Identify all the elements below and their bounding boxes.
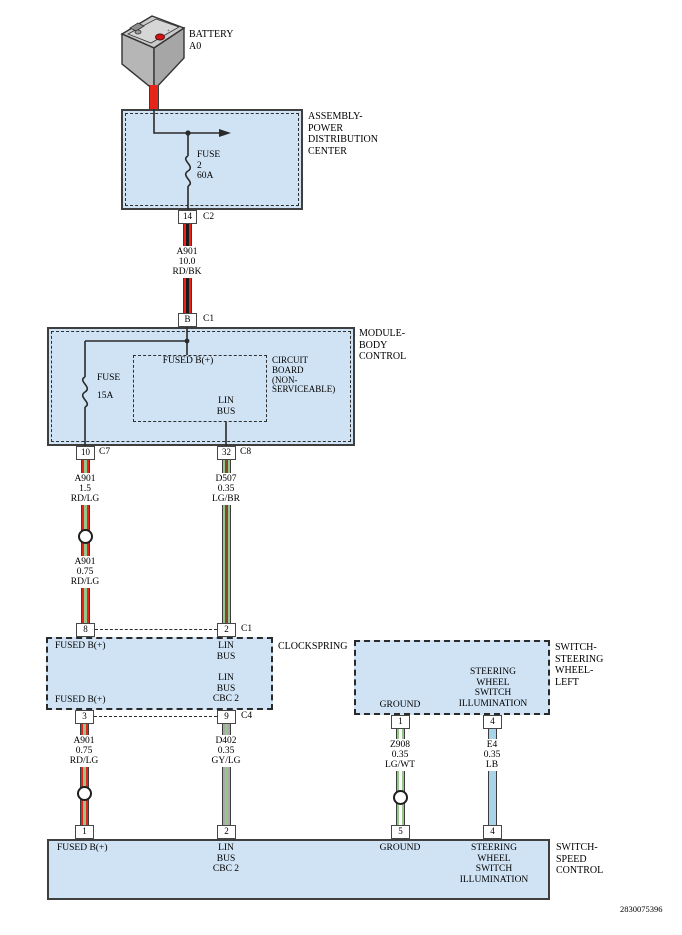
speed-control-pin-2: 2 (217, 825, 236, 839)
speed-control-pin-5: 5 (391, 825, 410, 839)
clockspring-fused-b-top-label: FUSED B(+) (55, 641, 106, 651)
bcm-connector-c8: C8 (240, 447, 252, 457)
clockspring-pin-8: 8 (76, 623, 95, 637)
wire-d402-label: D402 0.35 GY/LG (194, 735, 258, 767)
battery-label: BATTERY A0 (189, 29, 234, 52)
wire-e4-label: E4 0.35 LB (460, 739, 524, 771)
speed-control-lin-label: LIN BUS CBC 2 (212, 843, 240, 874)
wire-a901-075-upper-label: A901 0.75 RD/LG (53, 556, 117, 588)
clockspring-name-label: CLOCKSPRING (278, 641, 348, 652)
bcm-fused-b-label: FUSED B(+) (162, 356, 214, 366)
clockspring-connector-c1-line (95, 629, 217, 630)
diagram-number: 2830075396 (620, 904, 663, 914)
speed-control-pin-4: 4 (483, 825, 502, 839)
bcm-connector-c7: C7 (99, 447, 111, 457)
bcm-pin-b: B (178, 313, 197, 327)
splice-connector-icon (393, 790, 408, 805)
clockspring-connector-c4-line (94, 716, 217, 717)
clockspring-lin-bottom-label: LIN BUS CBC 2 (212, 673, 240, 704)
splice-connector-icon (77, 786, 92, 801)
wire-a901-rdbk-label: A901 10.0 RD/BK (155, 246, 219, 278)
battery-icon: + (120, 15, 186, 92)
switch-left-ground-label: GROUND (379, 700, 421, 710)
switch-left-pin-1: 1 (391, 715, 410, 729)
bcm-pin-10: 10 (76, 446, 95, 460)
clockspring-lin-top-label: LIN BUS (216, 641, 236, 662)
bcm-pin-32: 32 (217, 446, 236, 460)
battery-cable (149, 85, 159, 110)
wire-e4-lb (488, 729, 497, 826)
switch-left-name-label: SWITCH- STEERING WHEEL- LEFT (555, 642, 604, 688)
bcm-fuse-rating-label: 15A (97, 391, 114, 401)
clockspring-pin-2: 2 (217, 623, 236, 637)
bcm-connector-c1: C1 (203, 314, 215, 324)
bcm-circuit-board-label: CIRCUIT BOARD (NON- SERVICEABLE) (272, 355, 336, 395)
pdc-connector-c2: C2 (203, 212, 215, 222)
switch-steering-wheel-left-box (354, 640, 550, 715)
wire-a901-075-lower-label: A901 0.75 RD/LG (52, 735, 116, 767)
svg-text:+: + (167, 29, 170, 34)
speed-control-pin-1: 1 (75, 825, 94, 839)
clockspring-fused-b-bottom-label: FUSED B(+) (55, 695, 106, 705)
bcm-name-label: MODULE- BODY CONTROL (359, 328, 407, 362)
wire-a901-15-label: A901 1.5 RD/LG (53, 473, 117, 505)
bcm-lin-bus-label: LIN BUS (216, 396, 236, 417)
speed-control-name-label: SWITCH- SPEED CONTROL (556, 842, 604, 876)
speed-control-ground-label: GROUND (379, 843, 421, 853)
clockspring-box (46, 637, 273, 710)
clockspring-pin-9: 9 (217, 710, 236, 724)
pdc-name-label: ASSEMBLY- POWER DISTRIBUTION CENTER (308, 111, 378, 157)
pdc-pin-14: 14 (178, 210, 197, 224)
wire-d507-label: D507 0.35 LG/BR (194, 473, 258, 505)
switch-speed-control-box (47, 839, 550, 900)
clockspring-connector-c1: C1 (241, 624, 253, 634)
switch-left-illumination-label: STEERING WHEEL SWITCH ILLUMINATION (458, 667, 528, 709)
wire-d402-gylg (222, 724, 231, 826)
power-distribution-center-box (121, 109, 303, 210)
wire-z908-lgwt (396, 729, 405, 826)
speed-control-fused-b-label: FUSED B(+) (57, 843, 108, 853)
bcm-fuse-label: FUSE (97, 373, 121, 383)
wire-z908-label: Z908 0.35 LG/WT (368, 739, 432, 771)
bcm-circuit-board-box (133, 355, 267, 422)
splice-connector-icon (78, 529, 93, 544)
bcm-internal-wiring (81, 327, 227, 446)
speed-control-illumination-label: STEERING WHEEL SWITCH ILLUMINATION (459, 843, 529, 885)
clockspring-pin-3: 3 (75, 710, 94, 724)
wire-d507-lgbr (222, 460, 231, 623)
wire-a901-rdlg-lower (80, 724, 89, 826)
body-control-module-box (47, 327, 355, 446)
pdc-fuse-label: FUSE 2 60A (197, 150, 221, 181)
pdc-internal-wiring (153, 109, 231, 210)
clockspring-connector-c4: C4 (241, 711, 253, 721)
switch-left-pin-4: 4 (483, 715, 502, 729)
